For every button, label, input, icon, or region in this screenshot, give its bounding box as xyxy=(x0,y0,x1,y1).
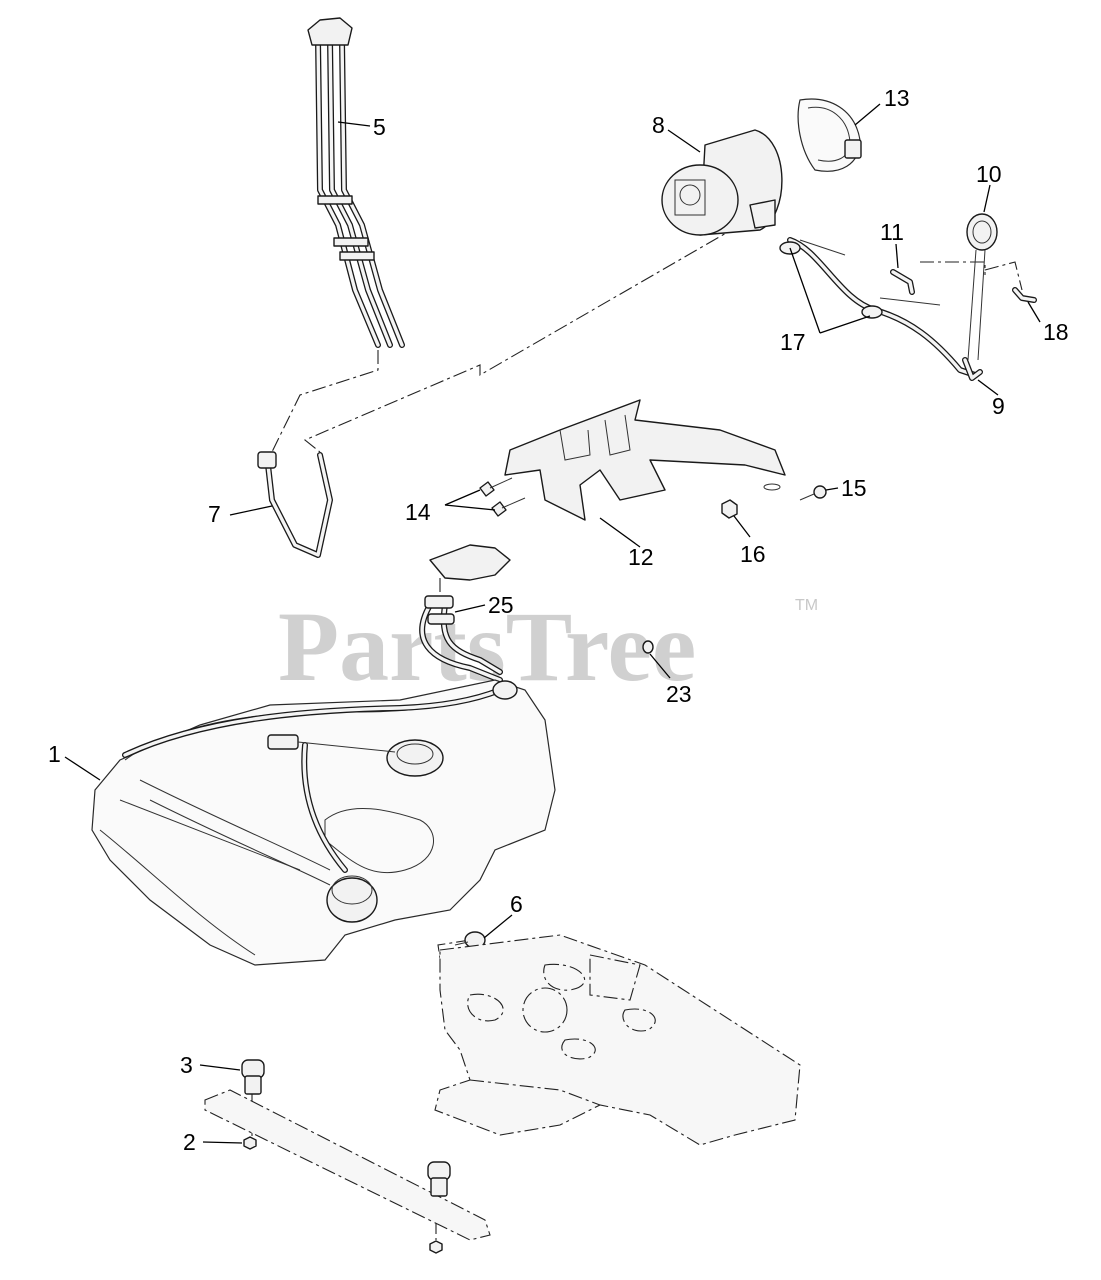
part-18-hose-fitting[interactable] xyxy=(1012,287,1037,303)
callout-6: 6 xyxy=(510,891,523,917)
callout-12: 12 xyxy=(628,544,654,570)
part-15-bolt[interactable] xyxy=(799,485,827,501)
callout-18: 18 xyxy=(1043,319,1069,345)
part-2-nut[interactable] xyxy=(243,1136,443,1254)
callout-9: 9 xyxy=(992,393,1005,419)
lower-rail-phantom xyxy=(204,1089,491,1241)
callout-14: 14 xyxy=(405,499,431,525)
callout-1: 1 xyxy=(48,741,61,767)
part-23-fitting[interactable] xyxy=(642,640,654,654)
callout-25: 25 xyxy=(488,592,514,618)
callout-labels: 5 8 13 10 11 18 17 9 7 14 15 12 16 25 23… xyxy=(48,85,1069,1155)
leader-lines xyxy=(64,103,1041,1144)
callout-15: 15 xyxy=(841,475,867,501)
frame-plate-phantom xyxy=(434,934,801,1146)
part-11-hose-fitting[interactable] xyxy=(890,269,915,295)
part-9-hose-elbow[interactable] xyxy=(962,357,983,381)
callout-11: 11 xyxy=(880,219,904,245)
part-25-fuel-line-assembly[interactable] xyxy=(419,544,511,683)
part-10-vent-cap[interactable] xyxy=(966,213,998,361)
part-3-bumper[interactable] xyxy=(241,1059,451,1197)
callout-2: 2 xyxy=(183,1129,196,1155)
callout-13: 13 xyxy=(884,85,910,111)
callout-3: 3 xyxy=(180,1052,193,1078)
part-17-vapor-hose[interactable] xyxy=(779,237,978,378)
part-8-carbon-canister[interactable] xyxy=(661,129,783,236)
part-14-screws[interactable] xyxy=(479,477,526,517)
part-12-bracket[interactable] xyxy=(504,399,786,521)
callout-16: 16 xyxy=(740,541,766,567)
callout-7: 7 xyxy=(208,501,221,527)
callout-10: 10 xyxy=(976,161,1002,187)
part-13-canister-strap[interactable] xyxy=(797,98,862,172)
callout-23: 23 xyxy=(666,681,692,707)
part-7-fuel-hose[interactable] xyxy=(257,451,333,558)
part-1-fuel-tank[interactable] xyxy=(91,679,556,966)
part-16-nut[interactable] xyxy=(721,499,738,519)
callout-5: 5 xyxy=(373,114,386,140)
callout-8: 8 xyxy=(652,112,665,138)
watermark-tm: TM xyxy=(795,597,818,614)
callout-17: 17 xyxy=(780,329,806,355)
part-5-fuel-line-bundle[interactable] xyxy=(307,17,405,348)
